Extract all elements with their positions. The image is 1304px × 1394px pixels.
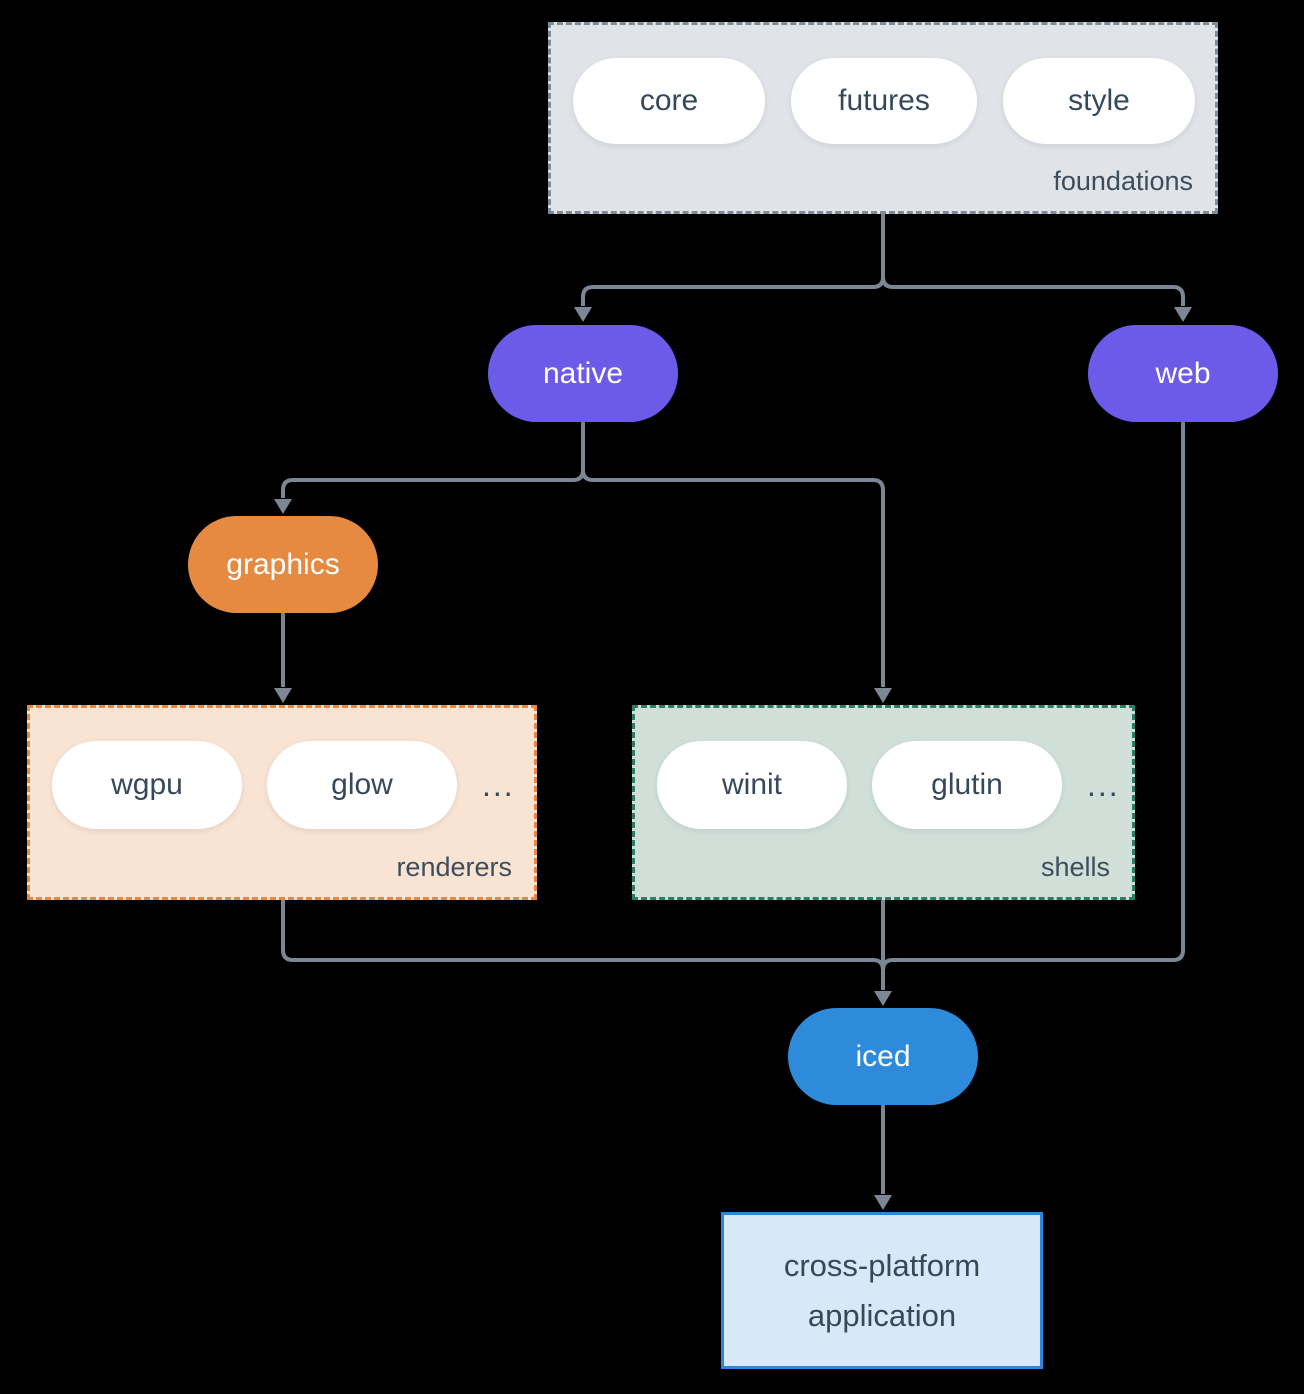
pill-wgpu: wgpu — [52, 741, 242, 829]
arrowhead-web — [1174, 307, 1192, 322]
connector-foundations-native — [581, 214, 885, 306]
foundations-pill-row: core futures style — [573, 58, 1195, 144]
shells-pill-row: winit glutin ... — [657, 741, 1120, 829]
arrowhead-renderers — [274, 688, 292, 703]
pill-style: style — [1003, 58, 1195, 144]
pill-native: native — [488, 325, 678, 422]
arrowhead-shells — [874, 688, 892, 703]
foundations-label: foundations — [1053, 166, 1193, 196]
connector-native-shells — [581, 422, 885, 687]
pill-glow: glow — [267, 741, 457, 829]
group-foundations: core futures style foundations — [548, 22, 1218, 214]
application-label: cross-platform application — [783, 1247, 981, 1333]
pill-futures: futures — [791, 58, 977, 144]
shells-label: shells — [1040, 852, 1110, 882]
shells-ellipsis: ... — [1087, 766, 1120, 803]
renderers-ellipsis: ... — [482, 766, 515, 803]
arrowhead-application — [874, 1195, 892, 1210]
arrowhead-graphics — [274, 499, 292, 514]
pill-web: web — [1088, 325, 1278, 422]
connector-native-graphics — [281, 422, 585, 498]
arrowhead-iced — [874, 991, 892, 1006]
group-renderers: wgpu glow ... renderers — [27, 705, 537, 900]
pill-graphics: graphics — [188, 516, 378, 613]
arrowhead-native — [574, 307, 592, 322]
application-box: cross-platform application — [721, 1212, 1043, 1369]
pill-iced: iced — [788, 1008, 978, 1105]
pill-winit: winit — [657, 741, 847, 829]
connector-renderers-iced — [281, 900, 885, 971]
pill-core: core — [573, 58, 765, 144]
connector-foundations-web — [881, 214, 1185, 306]
renderers-pill-row: wgpu glow ... — [52, 741, 515, 829]
group-shells: winit glutin ... shells — [632, 705, 1135, 900]
pill-glutin: glutin — [872, 741, 1062, 829]
renderers-label: renderers — [396, 852, 512, 882]
